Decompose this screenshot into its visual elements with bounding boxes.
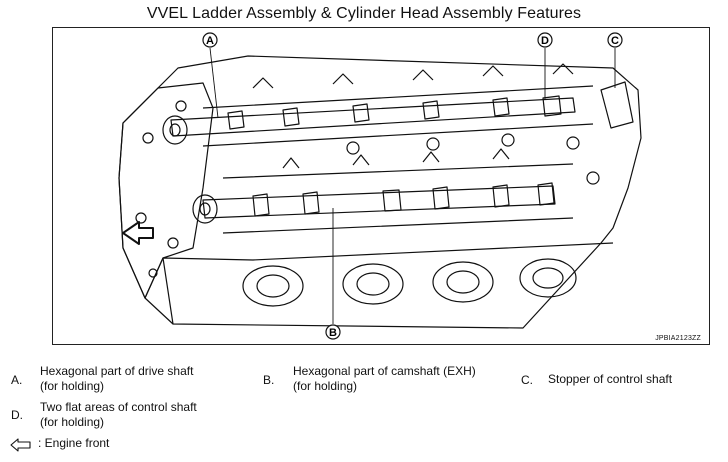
svg-text:D: D — [541, 35, 549, 47]
upper-camshaft — [162, 81, 634, 145]
page-title: VVEL Ladder Assembly & Cylinder Head Ass… — [146, 5, 582, 22]
engine-illustration: A B C D JPBIA2123ZZ — [52, 27, 710, 345]
svg-text:A: A — [206, 35, 214, 47]
legend-item-a: Hexagonal part of drive shaft (for holdi… — [40, 364, 194, 393]
callout-d: D — [537, 32, 553, 48]
legend-item-c: Stopper of control shaft — [548, 372, 673, 386]
legend-key-b: B. — [263, 373, 275, 387]
engine-front-arrow-icon — [122, 221, 154, 245]
legend-item-b: Hexagonal part of camshaft (EXH) (for ho… — [293, 364, 476, 393]
callout-b: B — [325, 324, 341, 340]
legend-key-a: A. — [11, 373, 23, 387]
combustion-chamber-openings — [242, 258, 577, 307]
engine-front-legend: : Engine front — [38, 436, 110, 450]
legend-item-d: Two flat areas of control shaft (for hol… — [40, 400, 197, 429]
callout-c: C — [607, 32, 623, 48]
hollow-left-arrow-icon — [10, 438, 31, 452]
cylinder-head-outline — [118, 55, 642, 329]
front-end-plate — [118, 82, 214, 299]
svg-text:C: C — [611, 35, 619, 47]
svg-text:B: B — [329, 327, 337, 339]
cylinder-head-drawing: A B C D — [118, 32, 642, 340]
legend-key-d: D. — [11, 408, 23, 422]
callout-a: A — [202, 32, 218, 48]
legend-key-c: C. — [521, 373, 533, 387]
figure-code: JPBIA2123ZZ — [655, 335, 701, 342]
exhaust-camshaft — [192, 182, 556, 224]
